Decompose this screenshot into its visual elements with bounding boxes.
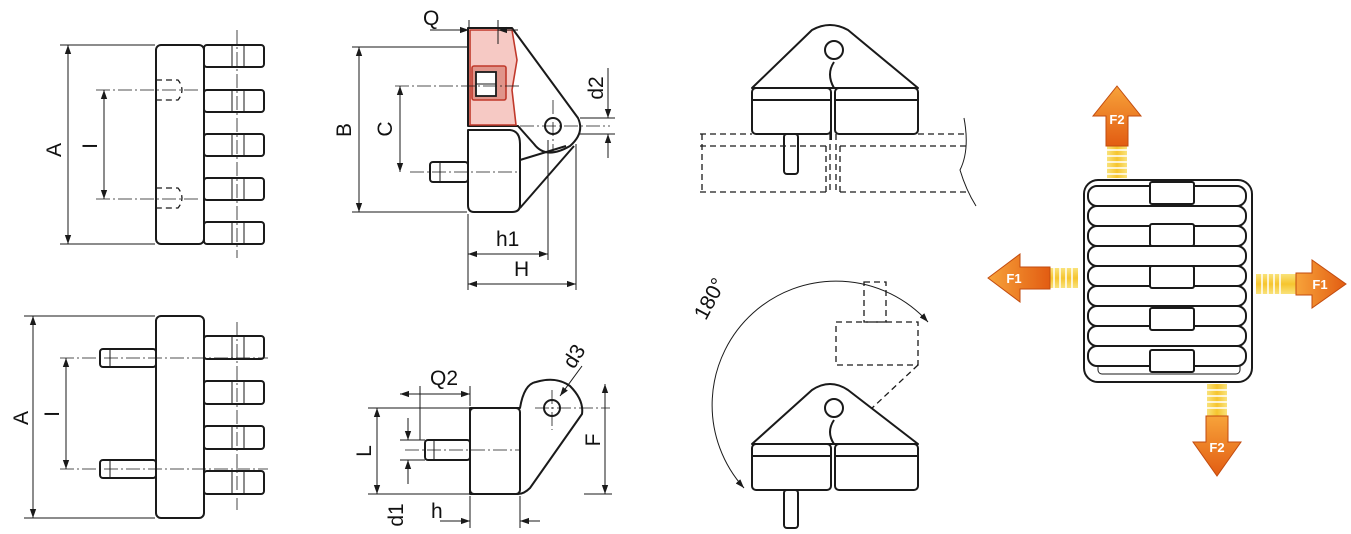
dimension-label-I-bottom: I	[41, 411, 64, 417]
dimension-label-d3: d3	[559, 341, 591, 373]
dimension-label-d1: d1	[385, 503, 408, 526]
force-label-F2-up: F2	[1109, 112, 1124, 127]
side-view-small: Q2 d3 L F d1 h	[353, 341, 612, 528]
dimension-label-C: C	[374, 121, 397, 136]
side-section-view: Q B C d2 h1 H	[333, 7, 615, 290]
dimension-label-F: F	[582, 434, 605, 447]
dimension-label-H: H	[514, 258, 529, 281]
load-direction-view	[1083, 179, 1253, 383]
rotation-angle-label: 180°	[690, 274, 731, 323]
dimension-label-B: B	[333, 123, 356, 137]
dimension-label-I-top: I	[79, 143, 102, 149]
dimension-label-L: L	[353, 445, 376, 457]
dimension-label-A-top: A	[43, 143, 66, 157]
front-view-bottom-left: A I	[10, 315, 268, 519]
front-view-top-left: A I	[43, 30, 265, 258]
dimension-label-A-bottom: A	[10, 411, 33, 425]
dimension-label-Q: Q	[423, 7, 439, 30]
dimension-label-h1: h1	[496, 228, 519, 251]
force-arrow-F1-right: F1	[1256, 259, 1347, 309]
force-arrow-F1-left: F1	[987, 253, 1078, 303]
dimension-label-Q2: Q2	[430, 367, 458, 390]
force-label-F1-left: F1	[1006, 271, 1021, 286]
force-label-F2-down: F2	[1209, 440, 1224, 455]
installed-view	[700, 24, 977, 207]
dimension-label-d2: d2	[585, 76, 608, 99]
rotation-view: 180°	[690, 274, 929, 529]
force-arrow-F2-down: F2	[1192, 384, 1242, 477]
dimension-label-h: h	[431, 500, 443, 523]
force-label-F1-right: F1	[1312, 277, 1327, 292]
force-arrow-F2-up: F2	[1091, 85, 1143, 178]
